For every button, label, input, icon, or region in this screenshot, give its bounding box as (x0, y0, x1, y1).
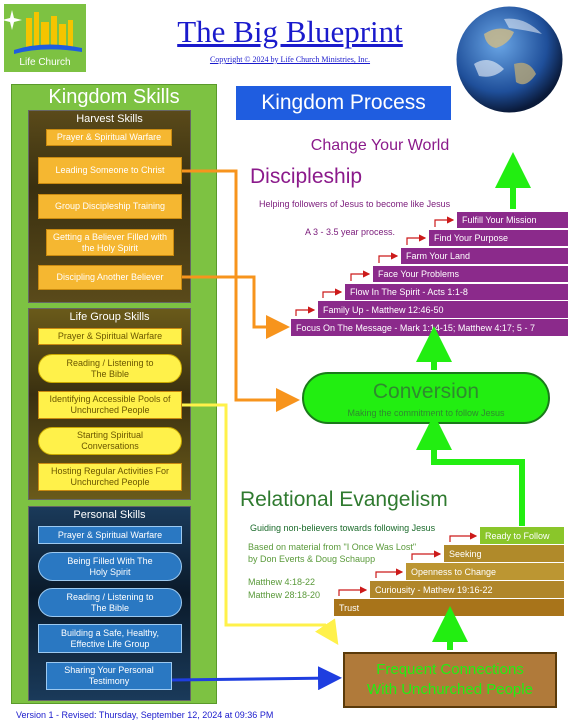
source-line-1: Based on material from "I Once Was Lost" (248, 542, 417, 552)
discipleship-subtitle: Helping followers of Jesus to become lik… (259, 199, 451, 209)
life-group-skill-hosting[interactable]: Hosting Regular Activities For Unchurche… (38, 463, 182, 491)
discipleship-step-face[interactable]: Face Your Problems (372, 265, 569, 283)
conversion-subtitle: Making the commitment to follow Jesus (347, 408, 505, 418)
relational-evangelism-references: Matthew 4:18-22 Matthew 28:18-20 (248, 576, 320, 602)
personal-skill-life-group[interactable]: Building a Safe, Healthy, Effective Life… (38, 624, 182, 653)
city-skyline-icon (2, 10, 82, 54)
source-line-2: by Don Everts & Doug Schaupp (248, 554, 376, 564)
life-church-logo: Life Church (2, 4, 86, 72)
reference-2: Matthew 28:18-20 (248, 590, 321, 600)
conversion-title: Conversion (372, 380, 480, 403)
frequent-connections-box[interactable]: Frequent Connections With Unchurched Peo… (343, 652, 557, 708)
life-group-skill-bible[interactable]: Reading / Listening to The Bible (38, 354, 182, 383)
harvest-skill-leading-to-christ[interactable]: Leading Someone to Christ (38, 157, 182, 184)
arrow-leading-to-conversion (182, 169, 300, 412)
discipleship-title: Discipleship (250, 165, 363, 188)
harvest-skill-discipling-believer[interactable]: Discipling Another Believer (38, 265, 182, 290)
harvest-skill-holy-spirit[interactable]: Getting a Believer Filled with the Holy … (46, 229, 174, 256)
evangelism-step-ready[interactable]: Ready to Follow (479, 526, 565, 545)
evangelism-step-arrows (338, 532, 478, 596)
discipleship-duration: A 3 - 3.5 year process. (305, 227, 396, 237)
version-footer: Version 1 - Revised: Thursday, September… (16, 710, 274, 720)
life-group-skill-conversations[interactable]: Starting Spiritual Conversations (38, 427, 182, 455)
arrow-pools-to-frequent (182, 403, 339, 645)
reference-1: Matthew 4:18-22 (248, 577, 316, 587)
relational-evangelism-title: Relational Evangelism (240, 488, 448, 511)
life-group-skill-pools[interactable]: Identifying Accessible Pools of Unchurch… (38, 391, 182, 419)
change-your-world-label: Change Your World (310, 137, 450, 154)
personal-skill-testimony[interactable]: Sharing Your Personal Testimony (46, 662, 172, 690)
discipleship-step-flow[interactable]: Flow In The Spirit - Acts 1:1-8 (344, 283, 569, 301)
harvest-skill-prayer[interactable]: Prayer & Spiritual Warfare (46, 129, 172, 146)
arrow-ready-to-conversion (416, 414, 525, 526)
life-group-skill-prayer[interactable]: Prayer & Spiritual Warfare (38, 328, 182, 345)
personal-skill-holy-spirit[interactable]: Being Filled With The Holy Spirit (38, 552, 182, 581)
arrow-testimony-to-frequent (171, 666, 342, 691)
personal-skill-prayer[interactable]: Prayer & Spiritual Warfare (38, 526, 182, 544)
earth-icon (454, 4, 565, 115)
personal-skill-bible[interactable]: Reading / Listening to The Bible (38, 588, 182, 617)
relational-evangelism-source: Based on material from "I Once Was Lost"… (248, 541, 416, 565)
relational-evangelism-subtitle: Guiding non-believers towards following … (250, 523, 436, 533)
kingdom-skills-title: Kingdom Skills (48, 86, 180, 108)
discipleship-step-arrows (295, 216, 455, 316)
logo-text: Life Church (19, 57, 71, 68)
page-title[interactable]: The Big Blueprint (177, 14, 403, 49)
personal-skills-title: Personal Skills (73, 509, 146, 521)
life-group-skills-title: Life Group Skills (69, 311, 150, 323)
harvest-skills-title: Harvest Skills (76, 113, 143, 125)
arrow-discipling-to-discipleship (182, 275, 290, 339)
copyright-link[interactable]: Copyright © 2024 by Life Church Ministri… (209, 55, 371, 64)
frequent-connections-line-1: Frequent Connections (376, 661, 524, 678)
frequent-connections-line-2: With Unchurched People (367, 681, 533, 698)
kingdom-process-title: Kingdom Process (236, 86, 451, 120)
harvest-skill-group-discipleship[interactable]: Group Discipleship Training (38, 194, 182, 219)
